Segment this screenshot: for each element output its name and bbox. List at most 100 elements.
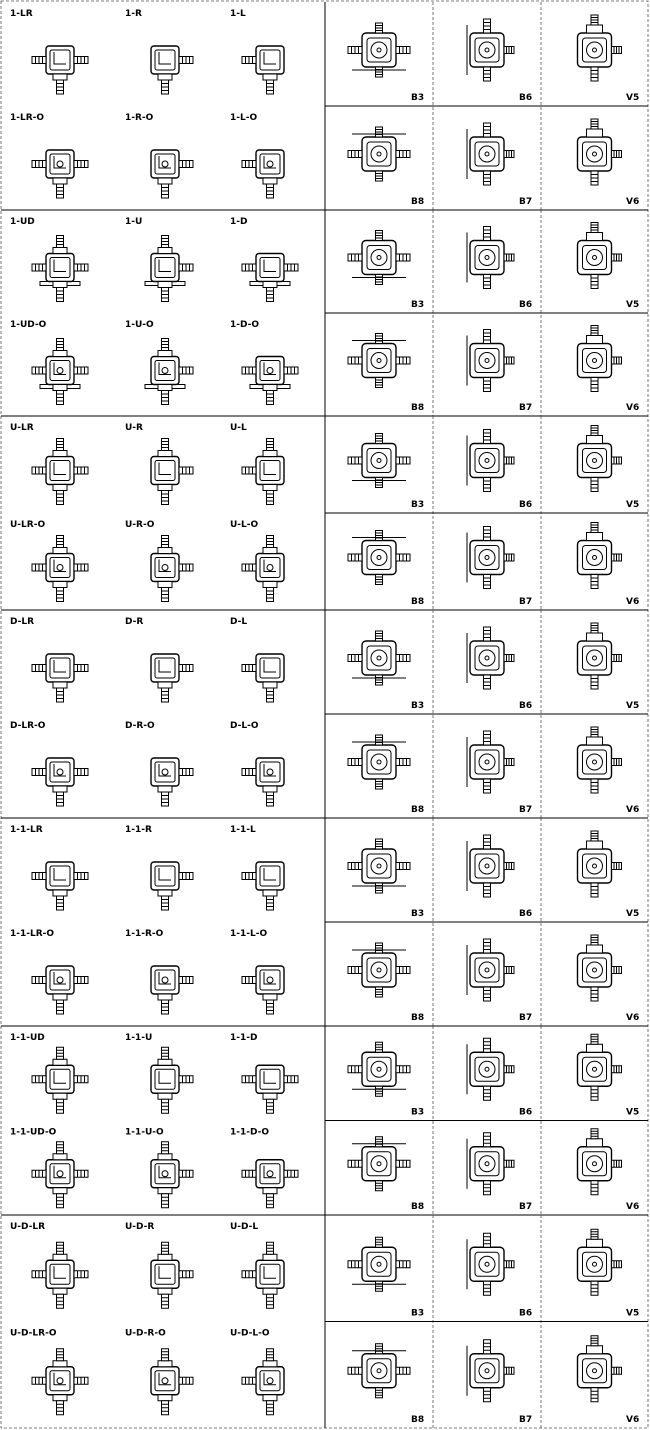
hub [586,24,603,34]
hub [262,1360,278,1368]
bearing-ring [586,352,603,369]
configuration-label: 1-1-D [230,1033,257,1043]
configuration-label: 1-D [230,217,247,227]
hub [52,450,68,457]
bearing-ring [478,1155,496,1173]
housing-cover [259,865,281,887]
hub [52,1394,68,1402]
gear-path [263,52,276,65]
housing-cover [582,853,607,879]
hub [262,1092,278,1100]
configuration-label: U-L-O [230,520,259,530]
hub [157,547,173,554]
hub [262,1287,278,1295]
shaft-center [592,458,597,463]
output-bore [56,160,64,168]
hub [157,384,173,391]
mounting-position-label: B8 [411,403,424,413]
bearing-ring [586,961,603,979]
housing-cover [474,1251,500,1277]
gear-path [53,559,66,572]
mounting-position-label: V6 [626,1415,639,1425]
bearing-ring [586,549,603,566]
mounting-position-label: V5 [626,1309,639,1319]
housing-cover [49,865,71,887]
mounting-position-label: V6 [626,1013,639,1023]
shaft-center [592,1368,597,1374]
hub [52,1287,68,1295]
mounting-position-label: B7 [519,1013,532,1023]
output-bore [161,976,169,984]
housing-cover [49,153,71,175]
mounting-position-label: B6 [519,1108,532,1118]
housing-cover [474,749,500,775]
gear-path [263,259,276,272]
housing-cover [154,360,176,381]
bearing-ring [478,549,496,566]
hub [52,1058,68,1066]
gear-path [53,259,66,272]
housing-cover [366,545,392,570]
housing-cover [366,1056,392,1082]
bearing-ring [478,961,496,979]
shaft-center [376,1261,382,1267]
gear-path [53,1071,66,1084]
mounting-position-label: V5 [626,500,639,510]
mounting-position-label: V5 [626,1108,639,1118]
housing-cover [49,460,71,481]
housing-cover [366,645,392,671]
housing-cover [582,448,607,473]
housing-cover [259,1263,281,1285]
output-bore [161,367,169,374]
shaft-center [484,655,490,661]
shaft-center [376,555,382,560]
housing-cover [49,1370,71,1392]
housing-cover [259,360,281,381]
housing-cover [474,853,500,879]
hub [52,177,68,185]
gear-path [158,972,171,985]
housing-cover [366,957,392,983]
output-bore [161,1377,169,1385]
housing-cover [582,957,607,983]
bearing-ring [370,352,388,369]
output-bore [266,1170,274,1178]
housing-cover [366,1251,392,1277]
hub [262,993,278,1001]
housing-cover [474,1358,500,1384]
housing-cover [154,865,176,887]
bearing-ring [478,41,496,59]
shaft-center [376,47,382,53]
bearing-ring [370,41,388,59]
gear-path [263,1266,276,1279]
gear-path [158,259,171,272]
configuration-label: 1-LR-O [10,113,44,123]
housing-cover [259,1163,281,1185]
hub [262,384,278,391]
bearing-ring [370,145,388,163]
shaft-center [484,1261,490,1267]
housing-cover [474,645,500,671]
hub [262,681,278,689]
mounting-position-label: B7 [519,1415,532,1425]
hub [52,384,68,391]
hub [157,681,173,689]
configuration-label: 1-UD [10,217,35,227]
mounting-position-label: V6 [626,805,639,815]
bearing-ring [370,1255,388,1273]
hub [157,281,173,288]
gear-path [53,156,66,169]
mounting-position-label: B7 [519,197,532,207]
bearing-ring [586,649,603,667]
housing-cover [474,957,500,983]
gear-path [53,1165,66,1179]
housing-cover [49,49,71,71]
configuration-label: 1-1-U-O [125,1128,164,1138]
hub [157,1153,173,1161]
shaft-center [376,759,382,765]
gear-path [263,868,276,881]
bearing-ring [586,145,603,163]
shaft-center [592,759,597,765]
